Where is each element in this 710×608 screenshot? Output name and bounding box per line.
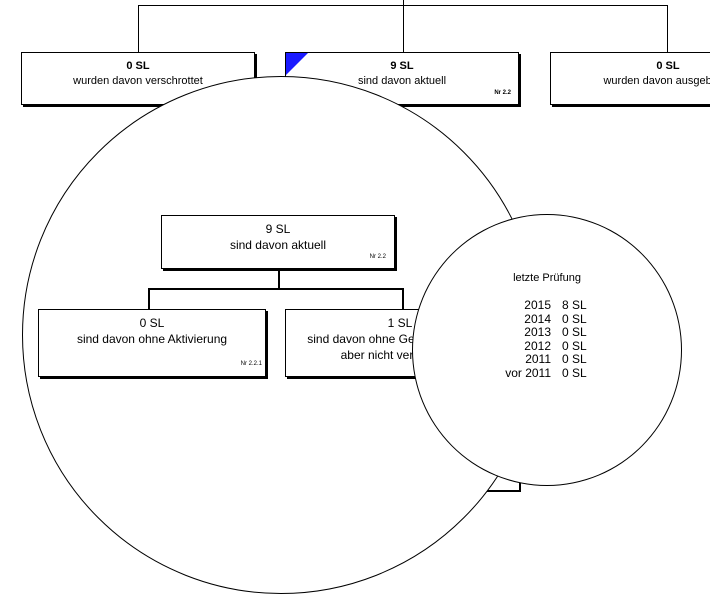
node-label: sind davon aktuell: [229, 238, 327, 252]
popup-year: 2014: [524, 311, 551, 326]
zoom-connector-trunk: [278, 269, 280, 289]
node-number: Nr 2.2.1: [240, 361, 262, 367]
zoom-connector-right: [402, 288, 404, 309]
node-count: 1 SL: [387, 316, 413, 330]
node-label: wurden davon verschrottet: [73, 75, 203, 87]
popup-title: letzte Prüfung: [513, 272, 581, 284]
popup-year: 2011: [525, 352, 551, 366]
zoom-connector-horizontal: [148, 288, 404, 290]
connector-trunk: [403, 0, 404, 6]
zoom-node-aktuell[interactable]: 9 SL sind davon aktuell Nr 2.2: [161, 215, 395, 269]
node-count: 9 SL: [390, 60, 414, 72]
node-ausgebucht[interactable]: 0 SL wurden davon ausgebucht: [550, 52, 710, 105]
zoom-node-ohne-aktivierung[interactable]: 0 SL sind davon ohne Aktivierung Nr 2.2.…: [38, 309, 266, 377]
node-count: 0 SL: [126, 60, 150, 72]
selected-indicator: [286, 53, 308, 75]
popup-year: 2013: [524, 325, 551, 339]
popup-table: 2015 8 SL 2014 0 SL 2013 0 SL 2012 0 SL …: [413, 298, 681, 389]
popup-value: 0 SL: [562, 325, 587, 339]
node-label: wurden davon ausgebucht: [603, 75, 710, 87]
popup-value: 8 SL: [562, 298, 587, 312]
connector-left: [138, 5, 139, 52]
node-count: 0 SL: [139, 316, 165, 330]
connector-right: [667, 5, 668, 52]
connector-middle: [403, 5, 404, 52]
node-count: 9 SL: [265, 222, 291, 236]
popup-letzte-pruefung: letzte Prüfung 2015 8 SL 2014 0 SL 2013 …: [412, 214, 682, 486]
node-number: Nr 2.2: [494, 90, 511, 96]
popup-year: 2015: [524, 298, 551, 312]
hidden-box-edge-bottom: [480, 490, 521, 492]
zoom-connector-left: [148, 288, 150, 309]
node-number: Nr 2.2: [369, 254, 386, 260]
popup-value: 0 SL: [562, 365, 587, 380]
popup-year: 2012: [524, 338, 551, 353]
popup-value: 0 SL: [562, 352, 587, 366]
node-label: sind davon ohne Aktivierung: [76, 332, 228, 346]
popup-year: vor 2011: [505, 365, 551, 380]
node-count: 0 SL: [656, 60, 680, 72]
node-label: sind davon aktuell: [357, 75, 447, 87]
popup-value: 0 SL: [562, 311, 587, 326]
popup-value: 0 SL: [562, 338, 587, 353]
